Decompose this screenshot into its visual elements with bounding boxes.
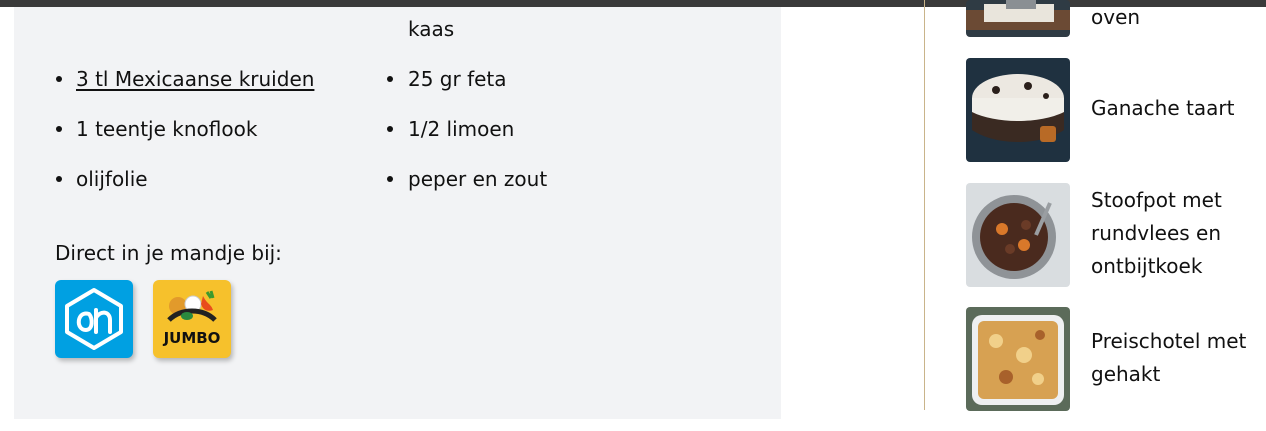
recipe-photo-icon bbox=[966, 0, 1070, 37]
ingredient-item: 25 gr feta bbox=[408, 67, 507, 91]
ingredient-item: olijfolie bbox=[76, 167, 148, 191]
ingredients-panel bbox=[14, 7, 781, 419]
ingredient-item: peper en zout bbox=[408, 167, 548, 191]
recipe-title-line: ontbijtkoek bbox=[1091, 254, 1203, 278]
recipe-thumb-oven[interactable] bbox=[966, 0, 1070, 37]
recipe-title-line: oven bbox=[1091, 5, 1141, 29]
bullet bbox=[56, 76, 62, 82]
recipe-title-line: rundvlees en bbox=[1091, 221, 1222, 245]
recipe-title-line: Stoofpot met bbox=[1091, 188, 1222, 212]
shop-label: Direct in je mandje bij: bbox=[55, 241, 282, 265]
recipe-title-line: gehakt bbox=[1091, 362, 1161, 386]
recipe-thumb-stoofpot[interactable] bbox=[966, 183, 1070, 287]
bullet bbox=[387, 76, 393, 82]
bullet bbox=[387, 126, 393, 132]
recipe-photo-icon bbox=[966, 58, 1070, 162]
sidebar-divider bbox=[924, 0, 925, 410]
ingredient-item: 1/2 limoen bbox=[408, 117, 515, 141]
jumbo-logo-icon bbox=[167, 290, 217, 322]
albert-heijn-button[interactable] bbox=[55, 280, 133, 358]
ingredient-link-mexicaanse-kruiden[interactable]: 3 tl Mexicaanse kruiden bbox=[76, 67, 315, 91]
bullet bbox=[387, 176, 393, 182]
recipe-photo-icon bbox=[966, 307, 1070, 411]
jumbo-button[interactable]: JUMBO bbox=[153, 280, 231, 358]
recipe-title[interactable]: oven bbox=[1091, 1, 1140, 34]
recipe-title[interactable]: Stoofpot met rundvlees en ontbijtkoek bbox=[1091, 184, 1222, 283]
top-bar bbox=[0, 0, 1266, 7]
albert-heijn-logo-icon bbox=[65, 288, 123, 350]
recipe-title-line: Ganache taart bbox=[1091, 96, 1235, 120]
recipe-title[interactable]: Ganache taart bbox=[1091, 92, 1234, 125]
recipe-thumb-ganache-taart[interactable] bbox=[966, 58, 1070, 162]
recipe-title-line: Preischotel met bbox=[1091, 329, 1247, 353]
recipe-title[interactable]: Preischotel met gehakt bbox=[1091, 325, 1246, 391]
jumbo-logo-text: JUMBO bbox=[163, 329, 221, 347]
bullet bbox=[56, 126, 62, 132]
bullet bbox=[56, 176, 62, 182]
ingredient-item: 1 teentje knoflook bbox=[76, 117, 258, 141]
ingredient-item-continued: kaas bbox=[408, 17, 455, 41]
recipe-photo-icon bbox=[966, 183, 1070, 287]
recipe-thumb-preischotel[interactable] bbox=[966, 307, 1070, 411]
